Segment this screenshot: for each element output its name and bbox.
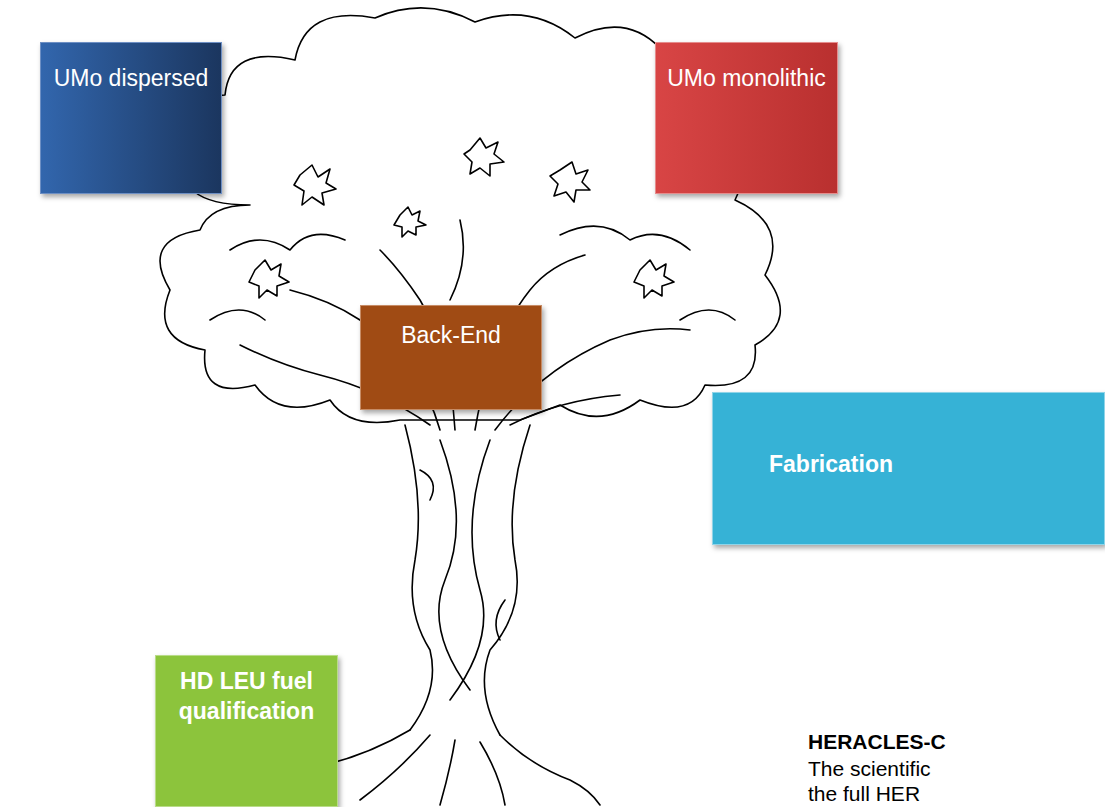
topic-box: Fabrication: [712, 392, 1105, 545]
topic-box: HD LEU fuel qualification: [155, 655, 338, 807]
topic-box: UMo dispersed: [40, 42, 222, 194]
box-label: Fabrication: [723, 449, 939, 479]
box-label: Back-End: [371, 320, 531, 350]
section-heading: HERACLES-C: [808, 729, 1008, 754]
topic-box: Back-End: [360, 305, 542, 410]
box-label: UMo dispersed: [51, 63, 211, 93]
box-label: UMo monolithic: [666, 63, 827, 93]
topic-box: UMo monolithic: [655, 42, 838, 194]
body-text: The scientific the full HER: [808, 756, 958, 806]
box-label: HD LEU fuel qualification: [166, 666, 327, 726]
